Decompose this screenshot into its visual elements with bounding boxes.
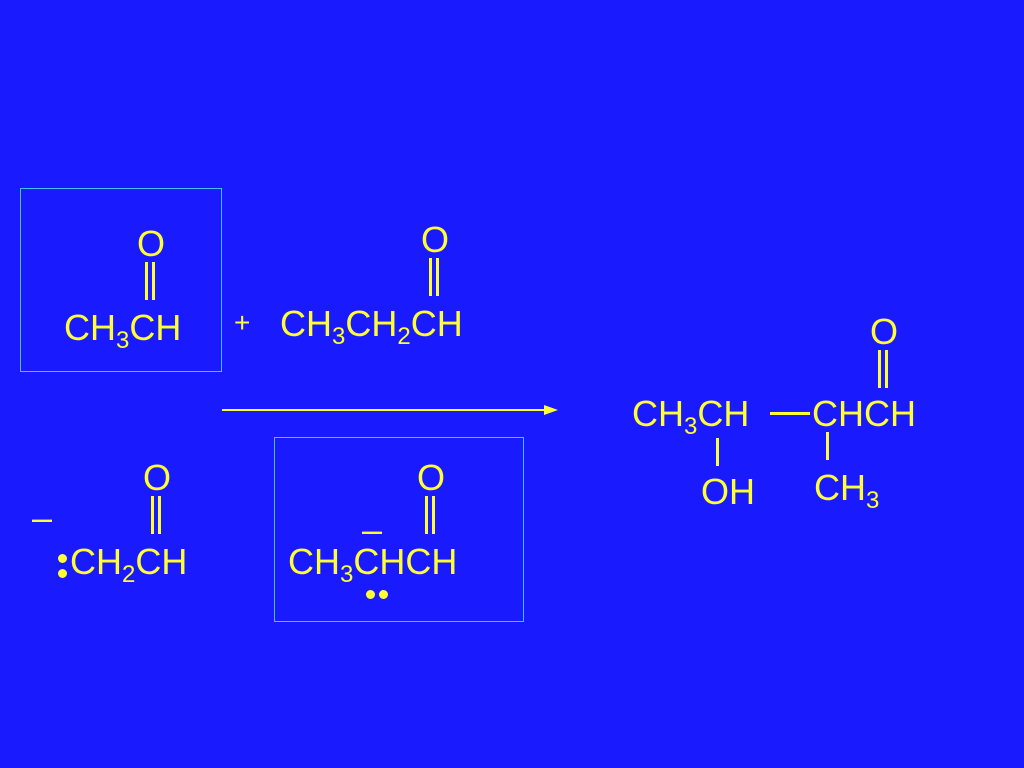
reactant1-subscript: 3	[116, 327, 130, 354]
product-single-bond	[770, 412, 810, 415]
product-methyl-ch: CH	[814, 467, 866, 508]
plus-sign: +	[234, 307, 251, 338]
product-formula-left: CH3CH	[632, 393, 750, 439]
enolate2-chcho: CHCH	[353, 541, 458, 582]
enolate1-oxygen: O	[143, 457, 172, 498]
reactant1-oxygen: O	[137, 223, 166, 264]
product-hydroxyl: OH	[701, 471, 755, 512]
product-methyl-bond	[826, 432, 829, 460]
product-oxygen: O	[870, 311, 899, 352]
enolate2-charge: –	[362, 509, 383, 550]
product-methyl-subscript: 3	[866, 487, 880, 514]
enolate1-double-bond	[151, 496, 161, 534]
reactant2-ch3: CH	[280, 303, 332, 344]
enolate1-ch2: CH	[70, 541, 122, 582]
reactant2-cho: CH	[410, 303, 463, 344]
enolate2-box	[274, 437, 524, 622]
enolate2-double-bond	[425, 496, 435, 534]
enolate1-charge: –	[32, 497, 53, 538]
lone-pair-dot-right	[379, 590, 388, 599]
reactant2-ch2: CH	[345, 303, 398, 344]
product-ch3: CH	[632, 393, 684, 434]
enolate2-subscript: 3	[340, 561, 354, 588]
enolate1-subscript: 2	[122, 561, 136, 588]
product-ch: CH	[697, 393, 750, 434]
product-subscript-3: 3	[684, 413, 698, 440]
product-methyl: CH3	[814, 467, 879, 513]
reactant2-subscript-3: 3	[332, 323, 346, 350]
reactant1-ch: CH	[64, 307, 116, 348]
enolate2-ch3: CH	[288, 541, 340, 582]
lone-pair-dot-top	[58, 554, 67, 563]
lone-pair-dot-left	[366, 590, 375, 599]
reactant2-double-bond	[429, 258, 439, 296]
enolate1-formula: CH2CH	[70, 541, 188, 587]
enolate2-oxygen: O	[417, 457, 446, 498]
reactant1-box	[20, 188, 222, 372]
lone-pair-dot-bottom	[58, 569, 67, 578]
product-oh-bond	[716, 438, 719, 466]
reaction-arrow	[222, 405, 558, 415]
reactant2-subscript-2: 2	[397, 323, 411, 350]
reactant1-formula: CH3CH	[64, 307, 182, 353]
product-formula-right: CHCH	[812, 393, 916, 434]
enolate1-cho: CH	[135, 541, 188, 582]
product-double-bond	[878, 350, 888, 388]
reactant1-cho: CH	[129, 307, 182, 348]
reactant2-oxygen: O	[421, 219, 450, 260]
enolate2-formula: CH3CHCH	[288, 541, 458, 587]
reactant2-formula: CH3CH2CH	[280, 303, 463, 349]
reactant1-double-bond	[145, 262, 155, 300]
